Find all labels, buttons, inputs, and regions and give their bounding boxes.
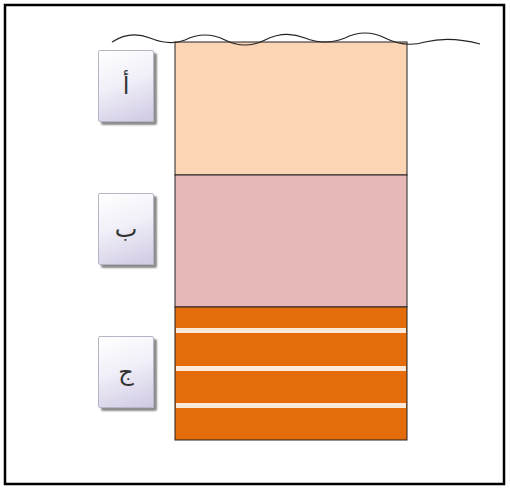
layer-letter: ب [115,216,138,242]
layer-top [175,42,407,175]
layer-middle [175,175,407,307]
layer-letter: أ [123,73,130,99]
wavy-surface-line [112,33,480,45]
stripe [176,403,406,408]
layer-letter: ج [118,359,134,385]
frame [5,5,504,484]
layer-bottom [175,307,407,440]
stripe [176,366,406,371]
layer-label-box: ب [98,193,154,265]
stripe [176,328,406,333]
layer-label-box: ج [98,336,154,408]
layer-label-box: أ [98,50,154,122]
